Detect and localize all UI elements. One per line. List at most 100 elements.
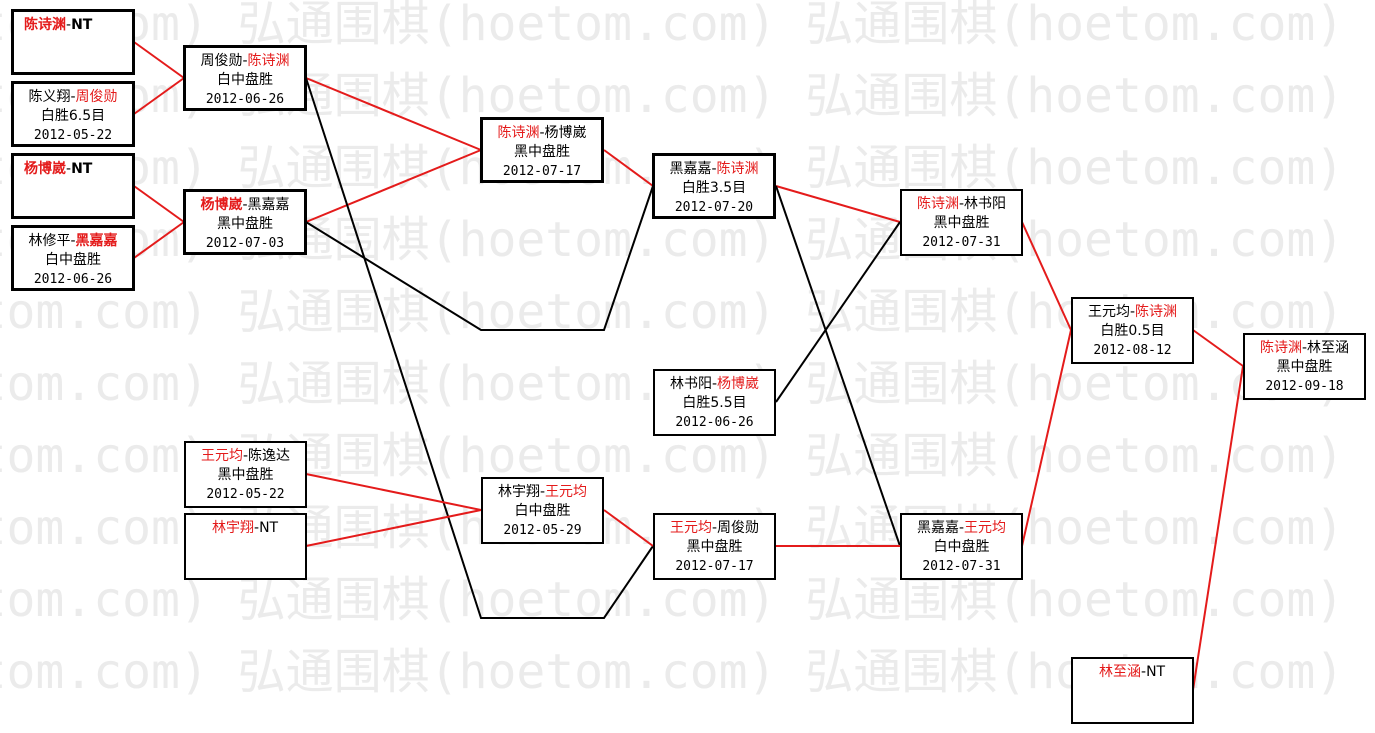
separator: - xyxy=(242,197,248,213)
link-m1-m5 xyxy=(133,41,185,79)
link-m17-m18 xyxy=(1192,365,1244,691)
link-m4-m6 xyxy=(133,221,185,259)
player-2: NT xyxy=(1146,664,1166,680)
player-2: 黑嘉嘉 xyxy=(75,233,118,249)
match-result: 黑中盘胜 xyxy=(686,539,743,555)
match-result: 黑中盘胜 xyxy=(933,215,990,231)
match-players: 陈诗渊-杨博崴 xyxy=(483,124,601,143)
match-result: 白胜3.5目 xyxy=(681,180,747,196)
match-box-m8: 黑嘉嘉-陈诗渊 白胜3.5目 2012-07-20 xyxy=(652,153,776,219)
match-players: 王元均-陈逸达 xyxy=(186,447,305,466)
separator: - xyxy=(242,448,249,464)
player-1: 陈诗渊 xyxy=(497,125,540,141)
match-date: 2012-07-31 xyxy=(922,235,1001,250)
player-2: 黑嘉嘉 xyxy=(247,197,290,213)
match-box-m9: 林书阳-杨博崴 白胜5.5目 2012-06-26 xyxy=(653,369,776,436)
player-1: 陈诗渊 xyxy=(916,196,959,212)
match-date: 2012-07-17 xyxy=(675,559,754,574)
match-players: 林宇翔-王元均 xyxy=(483,483,602,502)
match-result: 黑中盘胜 xyxy=(514,144,570,160)
match-players: 陈诗渊-林至涵 xyxy=(1245,339,1364,358)
separator: - xyxy=(539,125,545,141)
link-m14-m16 xyxy=(1021,221,1072,331)
match-box-m11: 林宇翔-NT xyxy=(184,513,307,580)
link-m16-m18 xyxy=(1192,329,1244,367)
match-box-m5: 周俊勋-陈诗渊 白中盘胜 2012-06-26 xyxy=(183,45,307,111)
match-players: 黑嘉嘉-陈诗渊 xyxy=(655,160,773,179)
match-date: 2012-07-17 xyxy=(502,164,582,179)
player-2: 林书阳 xyxy=(964,196,1007,212)
match-date: 2012-09-18 xyxy=(1265,379,1344,394)
player-1: 陈义翔 xyxy=(28,89,71,105)
match-box-m12: 林宇翔-王元均 白中盘胜 2012-05-29 xyxy=(481,477,604,544)
match-box-m16: 王元均-陈诗渊 白胜0.5目 2012-08-12 xyxy=(1071,297,1194,364)
match-players: 王元均-陈诗渊 xyxy=(1073,303,1192,322)
player-1: 陈诗渊 xyxy=(1259,340,1302,356)
match-box-m7: 陈诗渊-杨博崴 黑中盘胜 2012-07-17 xyxy=(480,117,604,183)
separator: - xyxy=(242,53,248,69)
link-m3-m6 xyxy=(133,185,185,223)
link-m5-m12 xyxy=(305,77,654,619)
player-2: NT xyxy=(71,161,93,177)
match-box-m14: 陈诗渊-林书阳 黑中盘胜 2012-07-31 xyxy=(900,189,1023,256)
match-players: 黑嘉嘉-王元均 xyxy=(902,519,1021,538)
match-date: 2012-05-22 xyxy=(33,128,113,143)
match-result: 黑中盘胜 xyxy=(1276,359,1333,375)
separator: - xyxy=(711,520,718,536)
separator: - xyxy=(711,376,718,392)
match-box-m3: 杨博崴-NT xyxy=(11,153,135,219)
link-m11-m12 xyxy=(305,509,482,547)
separator: - xyxy=(70,89,76,105)
match-date: 2012-05-22 xyxy=(206,487,285,502)
player-2: 周俊勋 xyxy=(75,89,118,105)
player-1: 陈诗渊 xyxy=(24,17,66,33)
separator: - xyxy=(254,520,260,536)
match-box-m17: 林至涵-NT xyxy=(1071,657,1194,724)
player-2: NT xyxy=(259,520,279,536)
link-m7-m8 xyxy=(603,149,654,187)
player-1: 黑嘉嘉 xyxy=(916,520,959,536)
match-date: 2012-06-26 xyxy=(33,272,113,287)
player-1: 林宇翔 xyxy=(497,484,540,500)
match-box-m4: 林修平-黑嘉嘉 白中盘胜 2012-06-26 xyxy=(11,225,135,291)
player-1: 林至涵 xyxy=(1099,664,1141,680)
match-players: 林至涵-NT xyxy=(1099,663,1192,682)
match-players: 林书阳-杨博崴 xyxy=(655,375,774,394)
match-date: 2012-07-31 xyxy=(922,559,1001,574)
match-result: 白胜6.5目 xyxy=(40,108,106,124)
player-2: 杨博崴 xyxy=(717,376,760,392)
match-players: 王元均-周俊勋 xyxy=(655,519,774,538)
match-date: 2012-07-20 xyxy=(674,200,754,215)
player-1: 周俊勋 xyxy=(200,53,243,69)
separator: - xyxy=(958,520,965,536)
player-1: 杨博崴 xyxy=(200,197,243,213)
player-1: 林修平 xyxy=(28,233,71,249)
link-m9-m14 xyxy=(775,221,901,403)
match-box-m10: 王元均-陈逸达 黑中盘胜 2012-05-22 xyxy=(184,441,307,508)
separator: - xyxy=(70,233,76,249)
match-players: 陈诗渊-NT xyxy=(24,16,132,35)
player-2: 陈诗渊 xyxy=(247,53,290,69)
match-result: 黑中盘胜 xyxy=(217,467,274,483)
match-players: 陈诗渊-林书阳 xyxy=(902,195,1021,214)
match-players: 杨博崴-黑嘉嘉 xyxy=(186,196,304,215)
match-box-m1: 陈诗渊-NT xyxy=(11,9,135,75)
match-result: 白中盘胜 xyxy=(217,72,273,88)
separator: - xyxy=(66,17,72,33)
match-players: 杨博崴-NT xyxy=(24,160,132,179)
link-m15-m16 xyxy=(1021,329,1072,547)
link-m2-m5 xyxy=(133,77,185,115)
separator: - xyxy=(66,161,72,177)
player-1: 王元均 xyxy=(669,520,712,536)
match-date: 2012-06-26 xyxy=(205,92,285,107)
separator: - xyxy=(539,484,546,500)
player-2: 周俊勋 xyxy=(717,520,760,536)
separator: - xyxy=(1141,664,1147,680)
link-m6-m7 xyxy=(305,149,482,223)
match-result: 白胜0.5目 xyxy=(1100,323,1165,339)
match-result: 白中盘胜 xyxy=(933,539,990,555)
player-2: 陈诗渊 xyxy=(1135,304,1178,320)
player-1: 王元均 xyxy=(1087,304,1130,320)
match-result: 黑中盘胜 xyxy=(217,216,273,232)
player-1: 杨博崴 xyxy=(24,161,66,177)
